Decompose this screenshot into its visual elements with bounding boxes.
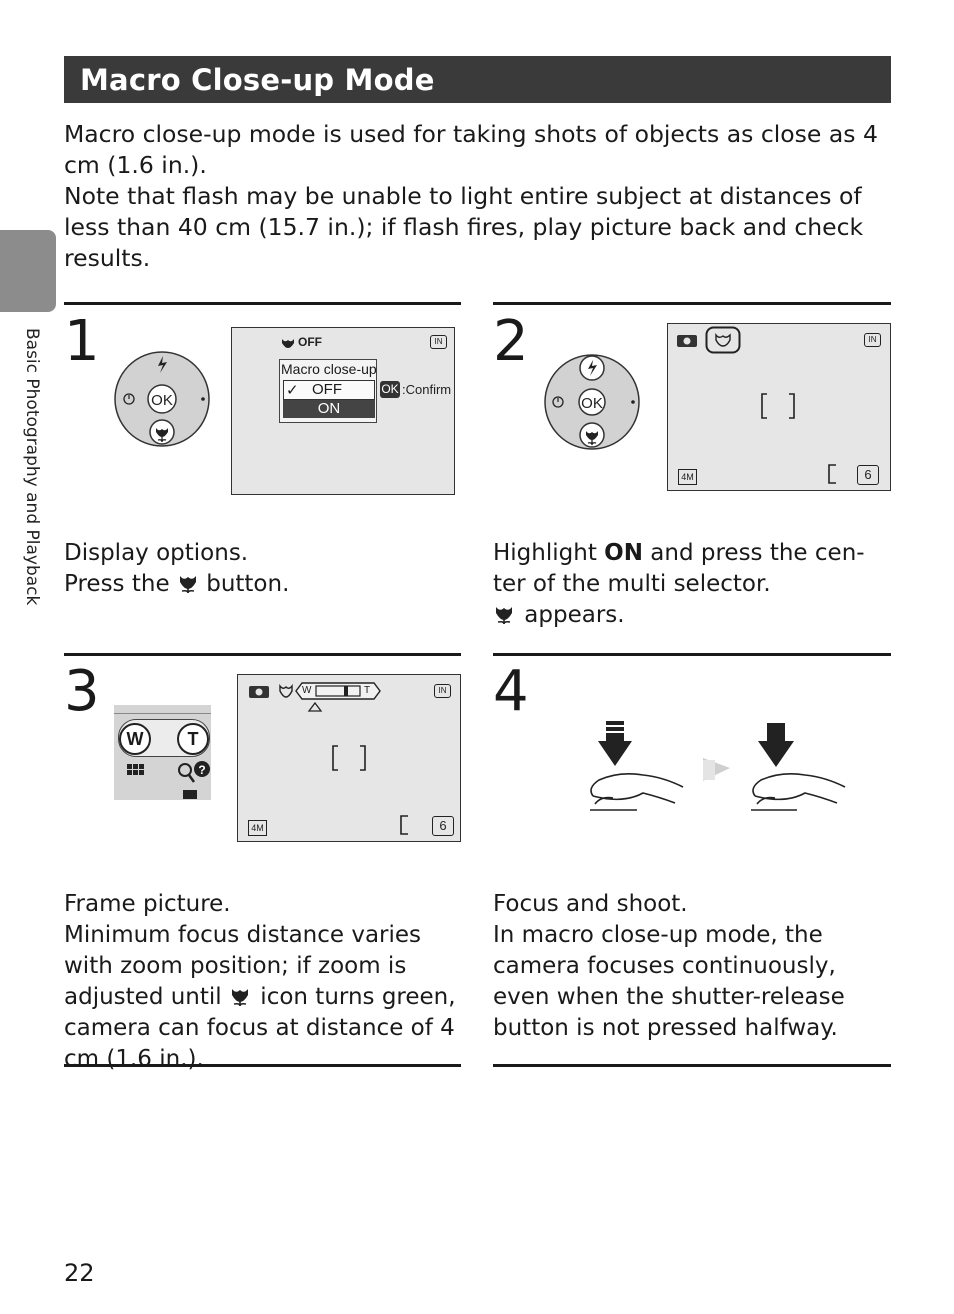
camera-screen-1: OFF IN Macro close-up ✓ OFF ON OK :Confi… bbox=[231, 327, 455, 495]
memory-card-bracket-icon bbox=[400, 815, 408, 835]
step-2-heading-b: and press the cen-ter of the multi selec… bbox=[493, 540, 865, 597]
self-timer-icon bbox=[552, 396, 564, 408]
shutter-press-illustration bbox=[590, 721, 846, 811]
page-number: 22 bbox=[64, 1259, 95, 1287]
internal-memory-icon: IN bbox=[430, 335, 447, 349]
step-1-rule bbox=[64, 302, 461, 305]
zoom-w-label: W bbox=[302, 685, 312, 696]
chapter-label: Basic Photography and Playback bbox=[22, 328, 42, 606]
macro-off-text: OFF bbox=[298, 335, 322, 349]
right-dot bbox=[201, 397, 205, 401]
macro-indicator bbox=[279, 683, 293, 698]
intro-line-2: Note that flash may be unable to light e… bbox=[64, 182, 864, 272]
macro-menu: Macro close-up ✓ OFF ON bbox=[279, 359, 377, 423]
step-3-number: 3 bbox=[64, 659, 100, 724]
step-2-heading-a: Highlight bbox=[493, 540, 605, 566]
zoom-control-panel: W T ? bbox=[114, 705, 211, 800]
intro-text: Macro close-up mode is used for taking s… bbox=[64, 119, 894, 274]
step-4-number: 4 bbox=[493, 659, 529, 724]
camera-screen-3: W T IN 4M 6 bbox=[237, 674, 461, 842]
confirm-label: :Confirm bbox=[402, 382, 452, 397]
step-1-body-b: button. bbox=[198, 571, 290, 597]
zoom-indicator-bar bbox=[295, 682, 381, 712]
memory-card-bracket-icon bbox=[828, 464, 836, 484]
step-3-heading: Frame picture. bbox=[64, 891, 231, 917]
step-3-text: Frame picture. Minimum focus distance va… bbox=[64, 889, 464, 1075]
menu-off-label: OFF bbox=[312, 381, 342, 398]
multi-selector-1: OK bbox=[114, 351, 210, 447]
step-4-heading: Focus and shoot. bbox=[493, 891, 688, 917]
step-4-text: Focus and shoot. In macro close-up mode,… bbox=[493, 889, 893, 1044]
flash-icon bbox=[588, 360, 597, 376]
focus-brackets bbox=[332, 745, 366, 771]
step-1-text: Display options. Press the button. bbox=[64, 538, 464, 600]
selector-ok-label: OK bbox=[151, 392, 173, 409]
step-2-text: Highlight ON and press the cen-ter of th… bbox=[493, 538, 893, 631]
step-2-body: appears. bbox=[517, 602, 625, 628]
internal-memory-icon: IN bbox=[864, 333, 881, 347]
macro-on-indicator bbox=[705, 326, 741, 354]
right-dot bbox=[631, 400, 635, 404]
full-press-arrow-icon bbox=[758, 723, 794, 767]
zoom-t-button: T bbox=[177, 723, 209, 755]
step-2-heading-bold: ON bbox=[604, 540, 643, 566]
menu-option-off: ✓ OFF bbox=[283, 380, 375, 400]
macro-icon bbox=[179, 576, 196, 594]
internal-memory-icon: IN bbox=[434, 684, 451, 698]
macro-tulip-icon bbox=[586, 431, 598, 446]
exposure-count: 6 bbox=[432, 816, 454, 836]
menu-title: Macro close-up bbox=[281, 361, 377, 377]
chapter-tab bbox=[0, 230, 56, 312]
step-1-body-a: Press the bbox=[64, 571, 177, 597]
menu-option-on: ON bbox=[283, 400, 375, 418]
finger-right-icon bbox=[751, 773, 846, 811]
half-press-arrow-icon bbox=[598, 721, 632, 766]
step-1-heading: Display options. bbox=[64, 540, 249, 566]
macro-icon bbox=[496, 607, 512, 625]
flash-icon bbox=[158, 356, 167, 373]
camera-mode-icon bbox=[249, 686, 269, 698]
image-size-icon: 4M bbox=[248, 820, 267, 836]
step-1-number: 1 bbox=[64, 309, 100, 374]
check-mark: ✓ bbox=[286, 382, 299, 399]
zoom-help-icon: ? bbox=[178, 761, 210, 799]
zoom-w-button: W bbox=[119, 723, 151, 755]
ok-button-icon: OK bbox=[380, 381, 400, 398]
bottom-rule-right bbox=[493, 1064, 891, 1067]
intro-line-1: Macro close-up mode is used for taking s… bbox=[64, 120, 878, 179]
step-3-body-a: Minimum focus distance varies with zoom … bbox=[64, 922, 422, 1010]
step-4-rule bbox=[493, 653, 891, 656]
macro-icon bbox=[232, 989, 248, 1007]
self-timer-icon bbox=[123, 393, 135, 405]
image-size-icon: 4M bbox=[678, 469, 697, 485]
step-4-body: In macro close-up mode, the camera focus… bbox=[493, 922, 845, 1041]
macro-tulip-icon bbox=[156, 428, 168, 443]
multi-selector-2: OK bbox=[544, 354, 640, 450]
camera-screen-2: IN 4M 6 bbox=[667, 323, 891, 491]
step-3-rule bbox=[64, 653, 461, 656]
camera-mode-icon bbox=[677, 335, 697, 347]
exposure-count: 6 bbox=[857, 465, 879, 485]
step-2-number: 2 bbox=[493, 309, 529, 374]
zoom-t-label: T bbox=[364, 685, 371, 696]
bottom-rule-left bbox=[64, 1064, 461, 1067]
finger-left-icon bbox=[590, 773, 684, 811]
selector-ok-label: OK bbox=[581, 395, 603, 412]
thumbnail-icon bbox=[127, 764, 144, 775]
page-title: Macro Close-up Mode bbox=[80, 63, 435, 97]
macro-off-indicator bbox=[282, 339, 294, 348]
focus-brackets bbox=[761, 393, 795, 419]
svg-text:?: ? bbox=[198, 763, 205, 777]
section-title-bar: Macro Close-up Mode bbox=[64, 56, 891, 103]
step-3-body-b: icon turns green, camera can focus at di… bbox=[64, 984, 456, 1072]
step-2-rule bbox=[493, 302, 891, 305]
